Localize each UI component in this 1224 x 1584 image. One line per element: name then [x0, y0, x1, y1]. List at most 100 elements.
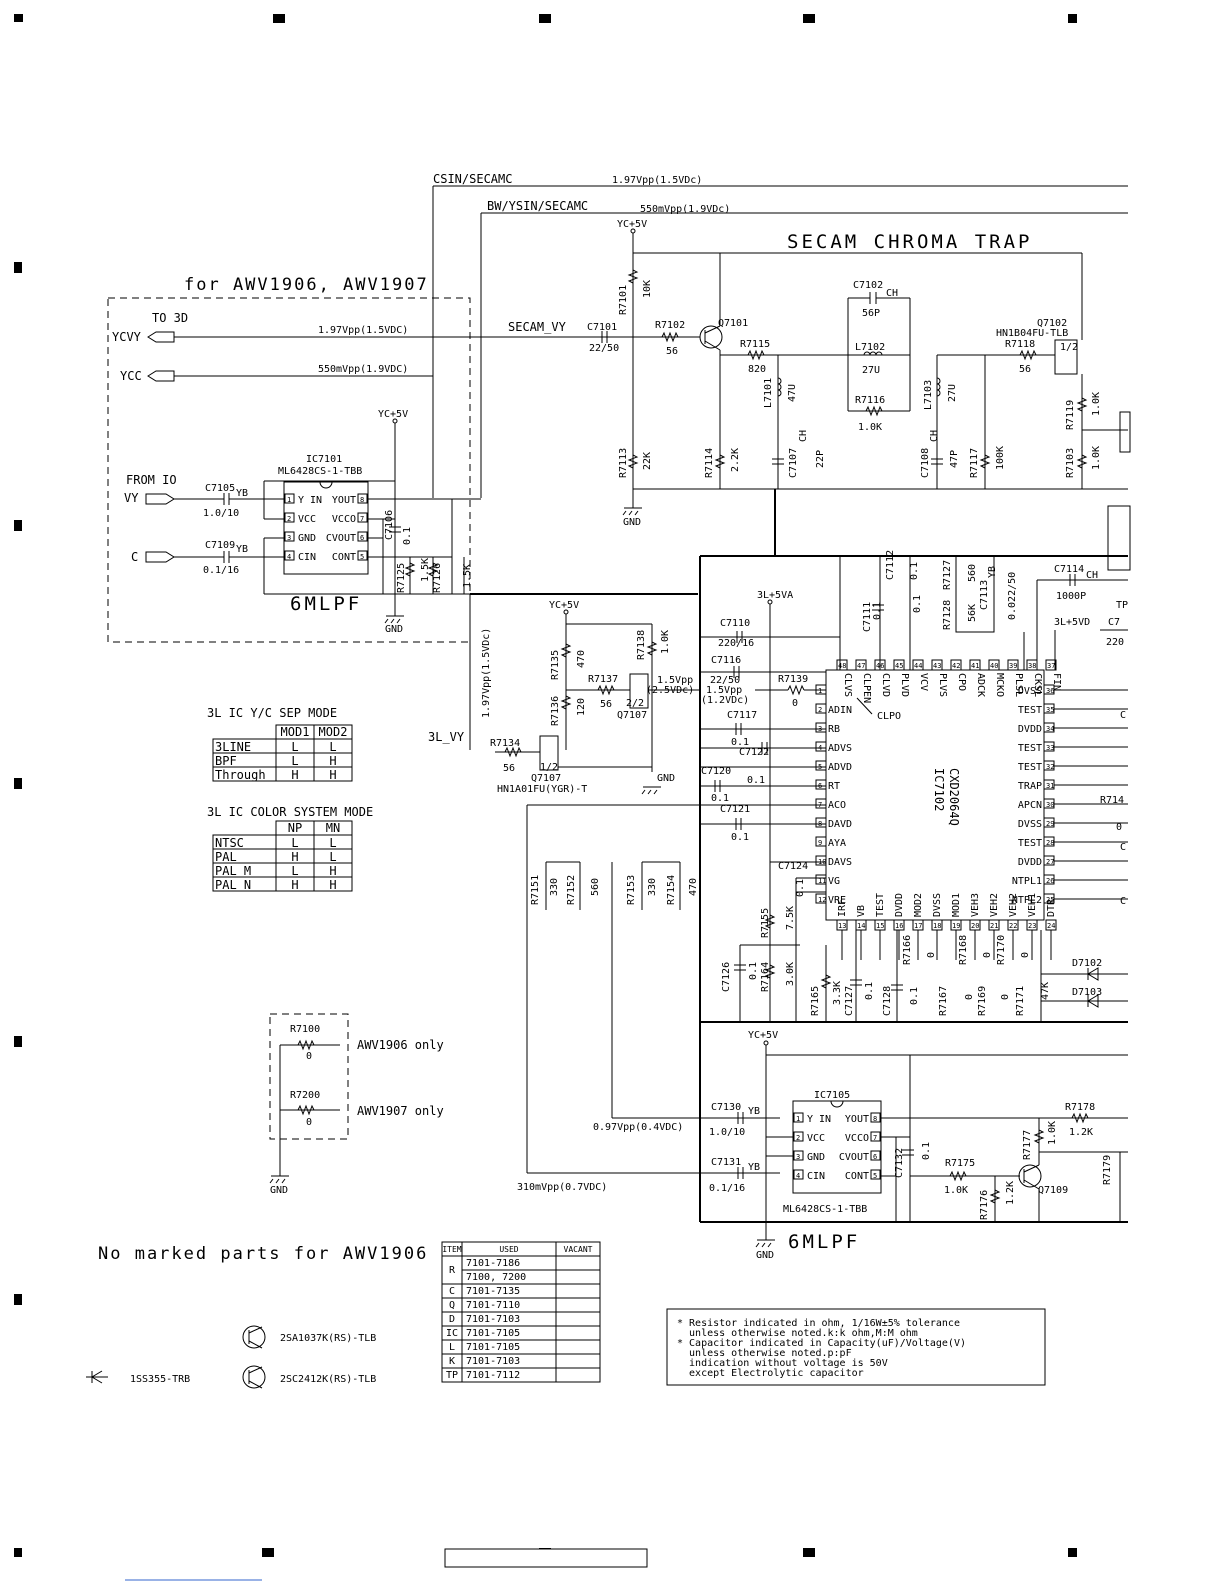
ic7102-pin-num: 34 [1046, 725, 1054, 733]
ycc-level: 550mVpp(1.9VDC) [318, 364, 408, 375]
svg-text:3.0K: 3.0K [785, 962, 796, 986]
q7102-part: HN1B04FU-TLB [996, 328, 1068, 339]
3l5vd-label: 3L+5VD [1054, 617, 1090, 628]
svg-text:1.2K: 1.2K [1005, 1181, 1016, 1205]
ic7102-pin-label: RT [828, 781, 840, 792]
svg-text:820: 820 [748, 364, 766, 375]
ic7101-body [283, 481, 369, 575]
r7164-ref: R7164 [760, 962, 771, 992]
ic7102-pin-label: VEH1 [1027, 893, 1038, 917]
ic7101-pin-label: VCC [298, 514, 316, 525]
note-line: except Electrolytic capacitor [677, 1368, 864, 1379]
bwysin-level: 550mVpp(1.9VDc) [640, 204, 730, 215]
d7103-ref: D7103 [1072, 987, 1102, 998]
ic7102-pin-num: 40 [990, 662, 998, 670]
mode-table-cell: H [329, 878, 336, 892]
ic7102-part: CXD2064Q [947, 768, 961, 826]
svg-text:3.3K: 3.3K [832, 981, 843, 1005]
svg-text:0: 0 [792, 698, 798, 709]
ic7105-pin-num: 6 [873, 1153, 877, 1161]
ic7102-pin-num: 28 [1046, 839, 1054, 847]
svg-text:0.1: 0.1 [731, 737, 749, 748]
svg-text:0: 0 [982, 952, 993, 958]
svg-text:1.0K: 1.0K [660, 630, 671, 654]
parts-table-used: 7101-7105 [466, 1342, 520, 1353]
notes-box: * Resistor indicated in ohm, 1/16W±5% to… [666, 1308, 1046, 1386]
parts-table-item: R [449, 1265, 456, 1276]
ic7102-pin-label: VG [828, 876, 840, 887]
ic7102-pin-num: 47 [857, 662, 865, 670]
ic7102-pin-num: 32 [1046, 763, 1054, 771]
mode-table-header: MOD1 [281, 725, 310, 739]
ic7102-ref: IC7102 [932, 768, 946, 811]
svg-text:47P: 47P [949, 450, 960, 468]
svg-text:56K: 56K [967, 604, 978, 622]
secam-chroma-trap-title: SECAM CHROMA TRAP [787, 231, 1032, 253]
svg-text:0.1: 0.1 [909, 987, 920, 1005]
ic7102-pin-num: 31 [1046, 782, 1054, 790]
ic7102-pin-num: 25 [1046, 896, 1054, 904]
ic7102-pin-label: MOD1 [951, 893, 962, 917]
svg-text:56: 56 [503, 763, 515, 774]
ic7102-pin-num: 24 [1047, 922, 1055, 930]
svg-text:220: 220 [1106, 637, 1124, 648]
ic7102-pin-label: DVSS [1018, 819, 1042, 830]
ycvy-label: YCVY [112, 330, 142, 344]
for-models-label: for AWV1906, AWV1907 [184, 275, 429, 295]
q7107-part: HN1A01FU(YGR)-T [497, 784, 587, 795]
d7102-ref: D7102 [1072, 958, 1102, 969]
svg-text:27U: 27U [862, 365, 880, 376]
ic7102-pin-label: DVSS [932, 893, 943, 917]
svg-text:0.1: 0.1 [748, 962, 759, 980]
c-input-label: C [131, 550, 138, 564]
yc-sep-mode-table: 3L IC Y/C SEP MODE 3LINEBPFThroughMOD1LL… [207, 706, 353, 782]
svg-text:0: 0 [306, 1051, 312, 1062]
r7128-ref: R7128 [942, 600, 953, 630]
q7107b-ref: Q7107 [531, 773, 561, 784]
page-label-box [444, 1548, 648, 1568]
svg-text:1000P: 1000P [1056, 591, 1086, 602]
svg-text:YB: YB [236, 544, 248, 555]
ic7102-pin-label: DVDD [1018, 724, 1042, 735]
svg-text:120: 120 [576, 698, 587, 716]
parts-table-item: L [449, 1342, 455, 1353]
ic7102-pin-num: 37 [1047, 662, 1055, 670]
mode-table-header: MOD2 [319, 725, 348, 739]
c7128-ref: C7128 [882, 986, 893, 1016]
ic7101-pin-num: 5 [360, 553, 364, 561]
svg-text:0.022/50: 0.022/50 [1007, 572, 1018, 620]
ic7102-pin-num: 21 [990, 922, 998, 930]
diode-icon [86, 1370, 108, 1384]
svg-text:C7: C7 [1108, 617, 1120, 628]
q7109-ref: Q7109 [1038, 1185, 1068, 1196]
ic7102-bottom-pins: 13IRF14VB15TEST16DVDD17MOD218DVSS19MOD12… [836, 893, 1057, 960]
clpo-label: CLPO [877, 711, 901, 722]
svg-text:0.1: 0.1 [921, 1142, 932, 1160]
r7102-ref: R7102 [655, 320, 685, 331]
ic7102-pin-label: ADCK [975, 673, 986, 697]
ic7101-pin-num: 8 [360, 496, 364, 504]
svg-text:56P: 56P [862, 308, 880, 319]
c7131-ref: C7131 [711, 1157, 741, 1168]
yc5v-label-1: YC+5V [378, 409, 408, 420]
svg-text:47U: 47U [787, 384, 798, 402]
svg-text:0.1: 0.1 [909, 562, 920, 580]
c7114-ref: C7114 [1054, 564, 1084, 575]
ic7102-pin-num: 35 [1046, 706, 1054, 714]
svg-text:27U: 27U [947, 384, 958, 402]
mode-table-header: MN [326, 821, 340, 835]
ic7105-pin-num: 1 [796, 1115, 800, 1123]
parts-table-used: 7101-7103 [466, 1314, 520, 1325]
ic7105-pin-label: YOUT [845, 1114, 869, 1125]
svg-text:0: 0 [926, 952, 937, 958]
ic7101-pin-label: CONT [332, 552, 356, 563]
ic7101-pin-num: 4 [287, 553, 291, 561]
resistor-ladder: R7151 330 R7152 560 R7153 330 R7154 470 [526, 804, 700, 1173]
svg-text:1.0/10: 1.0/10 [709, 1127, 745, 1138]
mode-table-cell: H [291, 768, 298, 782]
ic7102-pin-label: DVDD [894, 893, 905, 917]
c7109-value: 0.1/16 [203, 565, 239, 576]
